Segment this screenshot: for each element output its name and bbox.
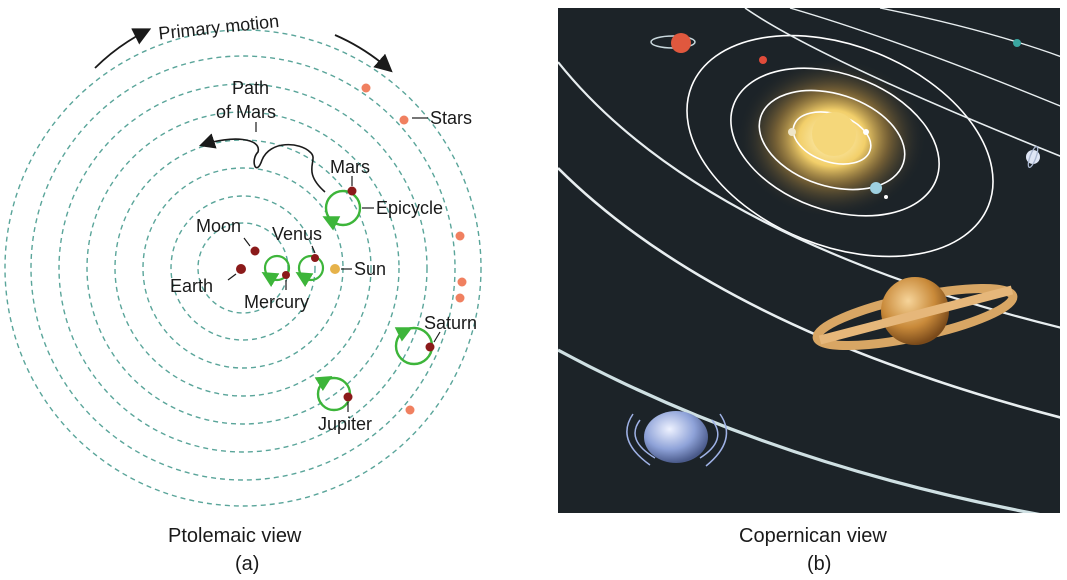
venus-label: Venus bbox=[272, 224, 322, 244]
mars-dot bbox=[347, 186, 357, 196]
saturn-dot bbox=[425, 342, 435, 352]
venus-body bbox=[863, 129, 869, 135]
small-ringed-planet bbox=[1026, 150, 1040, 164]
panel-a-sublabel: (a) bbox=[235, 553, 259, 575]
mars-epicycle bbox=[324, 189, 362, 227]
earth-label: Earth bbox=[170, 276, 213, 296]
star-dot bbox=[405, 405, 415, 415]
earth-dot bbox=[236, 264, 246, 274]
stars bbox=[361, 83, 467, 415]
stars-label: Stars bbox=[430, 108, 472, 128]
primary-motion-right-arrow bbox=[334, 34, 393, 73]
mercury-body bbox=[788, 128, 796, 136]
mercury-dot bbox=[282, 271, 290, 279]
star-dot bbox=[399, 115, 409, 125]
copernican-illustration: Copernican view (b) bbox=[558, 8, 1060, 575]
primary-motion-label: Primary motion bbox=[158, 11, 280, 44]
star-dot bbox=[457, 277, 467, 287]
panel-b-caption: Copernican view bbox=[739, 525, 887, 547]
earth-moon bbox=[884, 195, 888, 199]
epicycle-label: Epicycle bbox=[376, 198, 443, 218]
inner-orbits bbox=[686, 34, 994, 258]
panel-b-sublabel: (b) bbox=[807, 553, 831, 575]
primary-motion-left-arrow bbox=[94, 28, 152, 69]
jupiter-body bbox=[671, 33, 691, 53]
star-dot bbox=[455, 293, 465, 303]
sun-label: Sun bbox=[354, 259, 386, 279]
uranus-rings bbox=[626, 413, 728, 467]
jupiter-dot bbox=[343, 392, 353, 402]
sun-dot bbox=[330, 264, 340, 274]
outer-planet-dot bbox=[1013, 39, 1021, 47]
uranus-body bbox=[644, 411, 708, 463]
panel-a-caption: Ptolemaic view bbox=[168, 525, 302, 547]
sun-body bbox=[812, 112, 856, 156]
earth-body bbox=[870, 182, 882, 194]
mars-path-curve bbox=[198, 133, 326, 193]
path-of-mars-label-line2: of Mars bbox=[216, 102, 276, 122]
orbit-rings bbox=[4, 29, 482, 507]
star-dot bbox=[361, 83, 371, 93]
venus-dot bbox=[311, 254, 319, 262]
moon-dot bbox=[250, 246, 260, 256]
star-dot bbox=[455, 231, 465, 241]
path-of-mars-label-line1: Path bbox=[232, 78, 269, 98]
jupiter-label: Jupiter bbox=[318, 414, 372, 434]
saturn-label: Saturn bbox=[424, 313, 477, 333]
moon-label: Moon bbox=[196, 216, 241, 236]
mars-label: Mars bbox=[330, 157, 370, 177]
ptolemaic-diagram: Primary motion Stars Path of Mars Mars E… bbox=[4, 11, 482, 575]
mercury-label: Mercury bbox=[244, 292, 309, 312]
mars-body bbox=[759, 56, 767, 64]
